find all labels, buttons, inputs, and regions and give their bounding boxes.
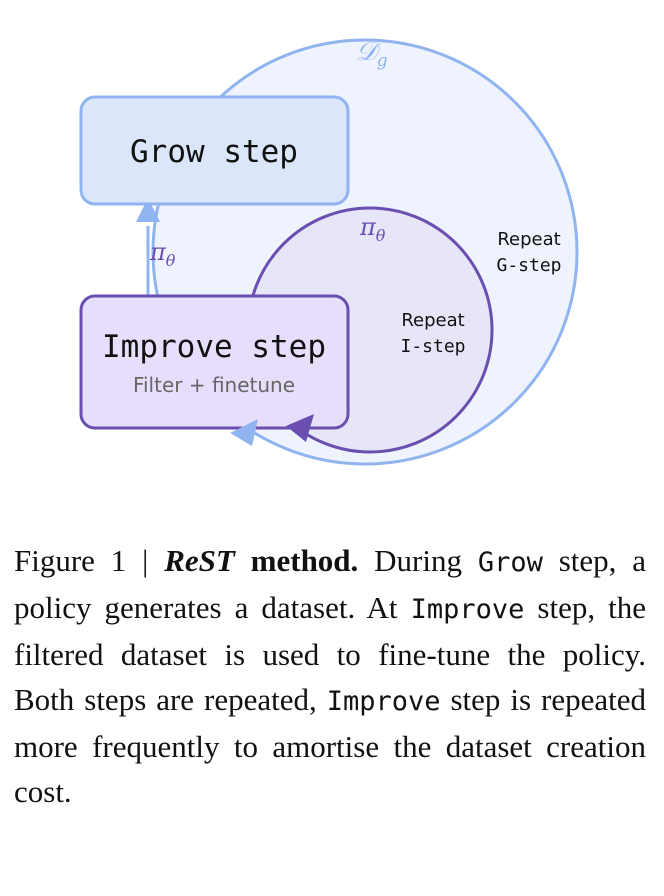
improve-step-box <box>79 294 350 430</box>
grow-step-box <box>79 95 350 206</box>
rest-method-diagram: Grow step Improve step Filter + finetune… <box>79 37 579 466</box>
figure-caption: Figure 1 | ReST method. During Grow step… <box>14 538 646 814</box>
method-suffix: method. <box>234 543 359 578</box>
outer-return-arrow-icon <box>230 419 258 446</box>
grow-step-label: Grow step <box>130 134 298 170</box>
caption-text-4: step is repeated more frequently to amor… <box>14 682 646 809</box>
method-name: ReST <box>164 543 235 578</box>
improve-word-2: Improve <box>326 686 441 717</box>
repeat-i-step-line2: I-step <box>400 336 465 357</box>
policy-label-left: πθ <box>149 238 176 270</box>
repeat-g-step-line2: G-step <box>496 255 561 276</box>
caption-text-3: step, the filtered dataset is used to fi… <box>14 590 647 717</box>
repeat-g-step-line1: Repeat <box>497 229 560 250</box>
grow-word: Grow <box>477 547 543 578</box>
arrow-to-grow-icon <box>136 198 160 222</box>
improve-word-1: Improve <box>410 594 525 625</box>
improve-step-sublabel: Filter + finetune <box>133 373 295 397</box>
policy-label-inner: πθ <box>359 213 386 245</box>
caption-text-2: step, a policy generates a dataset. At <box>14 543 646 625</box>
caption-text-1: During <box>358 543 478 578</box>
repeat-i-step-line1: Repeat <box>401 310 464 331</box>
figure-label: Figure 1 | <box>14 543 165 578</box>
improve-step-label: Improve step <box>102 329 326 365</box>
inner-return-arrow-icon <box>286 414 314 442</box>
